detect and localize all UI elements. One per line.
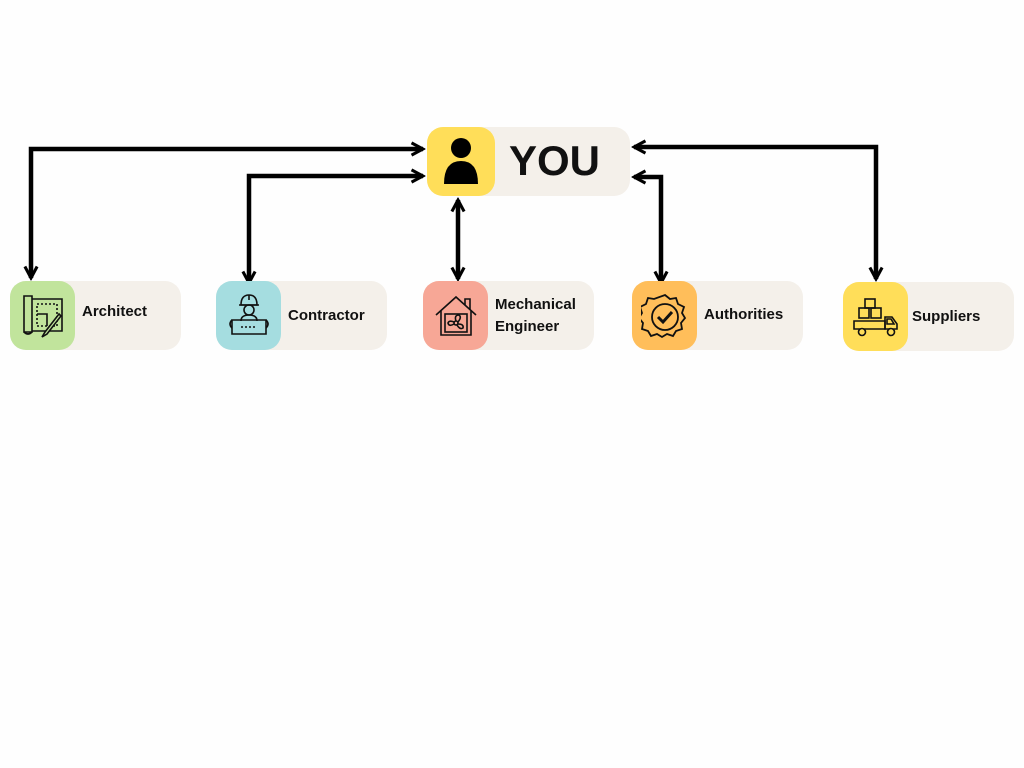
person-icon: [444, 137, 478, 184]
architect-label: Architect: [82, 303, 148, 320]
node-architect: Architect: [10, 281, 181, 350]
blueprint-pencil-icon: [22, 294, 63, 338]
suppliers-icon-box: [843, 282, 908, 351]
arrow-you-suppliers: [634, 147, 876, 279]
mechanical-engineer-icon-box: [423, 281, 488, 350]
node-suppliers: Suppliers: [843, 282, 1014, 351]
house-fan-icon: [434, 295, 477, 336]
contractor-icon-box: [216, 281, 281, 350]
suppliers-label: Suppliers: [912, 308, 981, 325]
arrow-you-architect: [31, 149, 423, 278]
authorities-icon-box: [632, 281, 697, 350]
architect-icon-box: [10, 281, 75, 350]
authorities-label: Authorities: [704, 306, 784, 323]
node-authorities: Authorities: [632, 281, 803, 350]
mechanical-engineer-label: Mechanical Engineer: [495, 294, 576, 338]
contractor-label: Contractor: [288, 307, 365, 324]
arrow-you-contractor: [249, 176, 423, 283]
construction-worker-icon: [228, 293, 269, 335]
delivery-truck-icon: [852, 297, 898, 336]
verified-badge-icon: [640, 293, 686, 338]
node-mechanical-engineer: Mechanical Engineer: [423, 281, 594, 350]
mechanical-engineer-label-line1: Mechanical: [495, 296, 576, 313]
node-contractor: Contractor: [216, 281, 387, 350]
you-label: YOU: [509, 137, 601, 184]
you-icon-box: [427, 127, 495, 196]
you-node: YOU: [427, 127, 630, 196]
mechanical-engineer-label-line2: Engineer: [495, 318, 560, 335]
arrow-you-authorities: [634, 177, 661, 283]
